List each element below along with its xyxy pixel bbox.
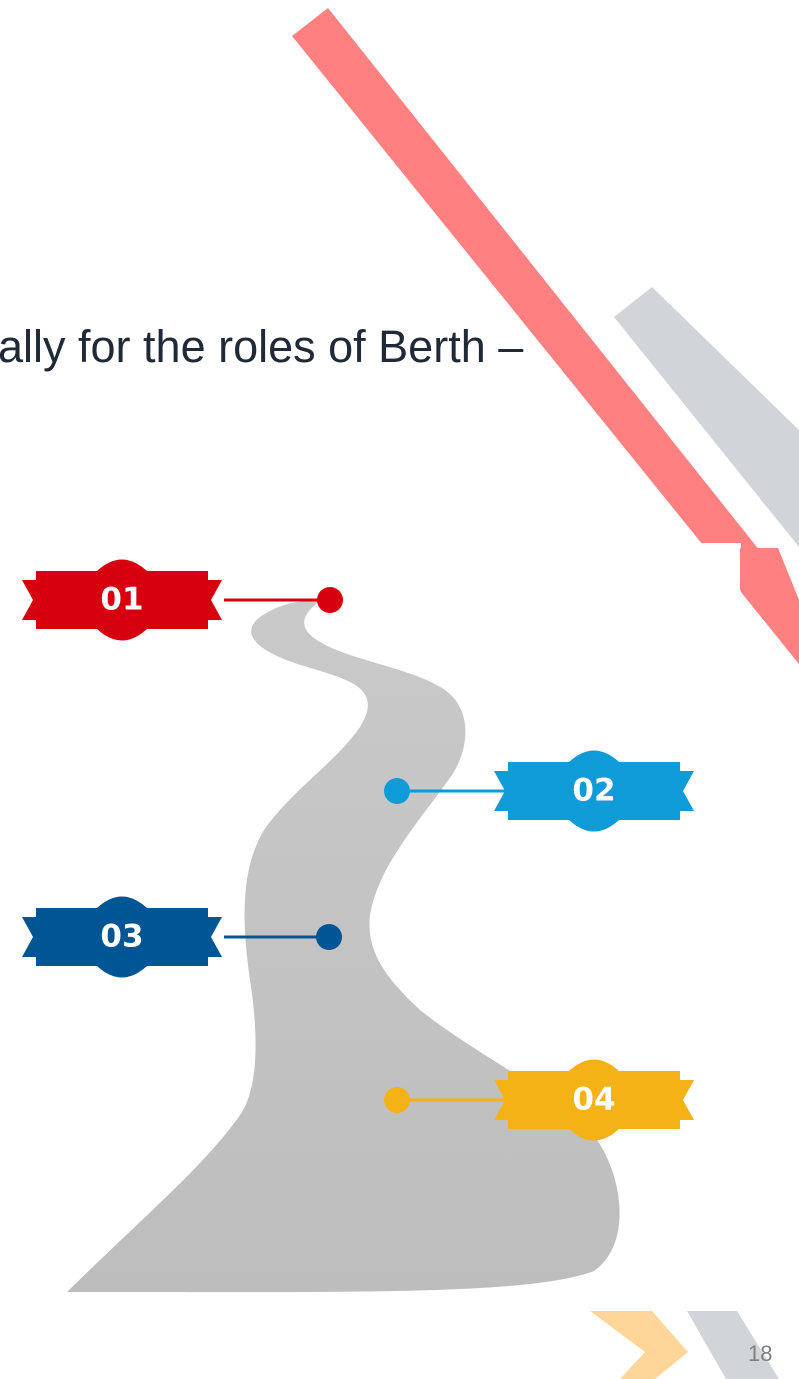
red-stripe-tip (740, 548, 799, 664)
gray-diagonal-stripe (614, 287, 799, 547)
milestone-01-dot (317, 587, 343, 613)
milestone-02-dot (384, 778, 410, 804)
slide-title-fragment: ally for the roles of Berth – (0, 321, 524, 372)
milestone-02-badge (494, 750, 694, 832)
winding-road (67, 600, 620, 1293)
milestone-02-label: 02 (572, 773, 615, 809)
milestone-02: 02 (384, 750, 694, 832)
milestone-04-badge (494, 1059, 694, 1141)
milestone-01: 01 (22, 559, 343, 641)
milestone-04-dot (384, 1087, 410, 1113)
gray-chevron-decoration (687, 1311, 779, 1379)
milestone-01-label: 01 (100, 582, 143, 618)
page-number: 18 (748, 1341, 773, 1366)
milestone-04: 04 (384, 1059, 694, 1141)
milestone-04-label: 04 (572, 1082, 615, 1118)
milestone-03-label: 03 (100, 919, 143, 955)
red-diagonal-stripe (292, 8, 799, 664)
milestone-01-badge (22, 559, 222, 641)
notch-cutout (698, 543, 741, 600)
orange-chevron-decoration (590, 1311, 688, 1379)
milestone-03: 03 (22, 896, 342, 978)
milestone-03-dot (316, 924, 342, 950)
milestone-03-badge (22, 896, 222, 978)
